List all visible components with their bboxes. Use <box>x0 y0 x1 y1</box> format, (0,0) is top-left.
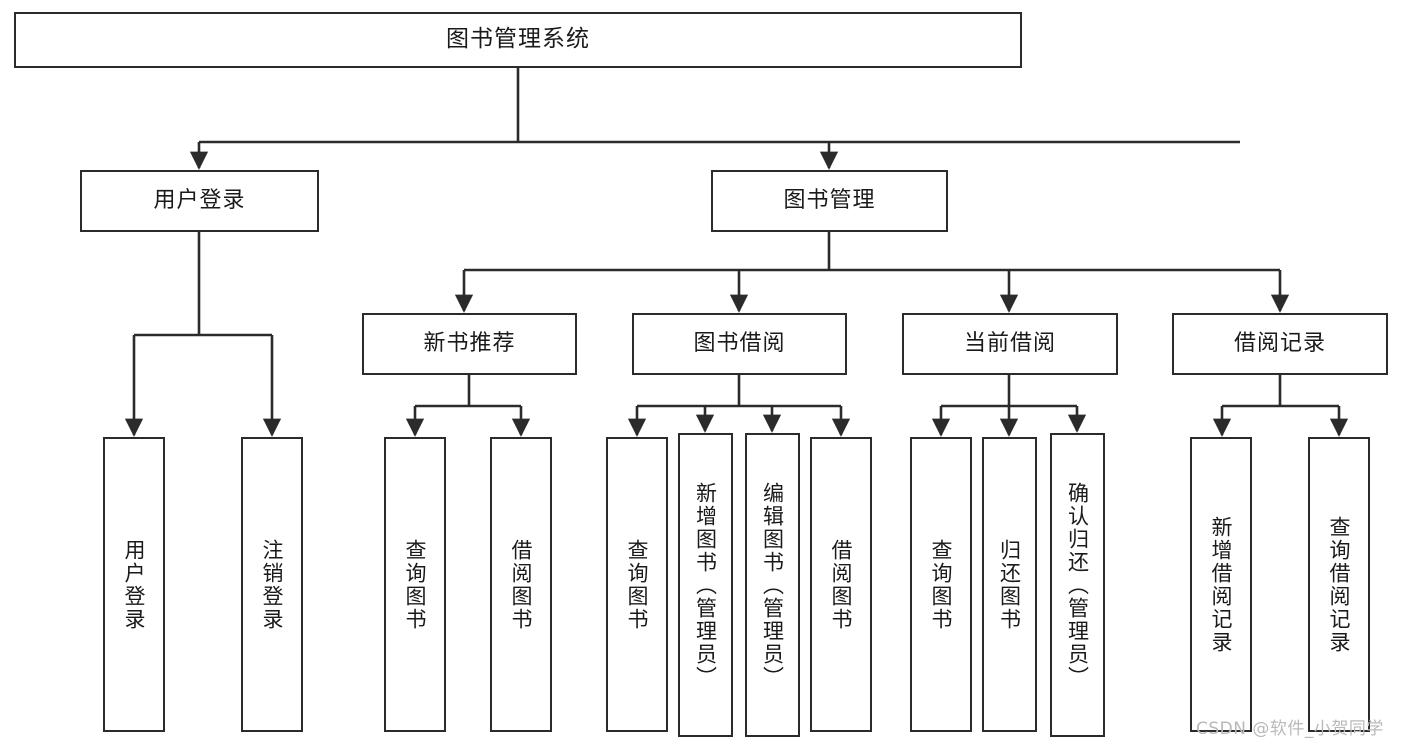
node-new-book-recommend[interactable]: 新书推荐 <box>362 313 577 375</box>
leaf-logout[interactable]: 注销登录 <box>241 437 303 732</box>
leaf-search-books-recommend[interactable]: 查询图书 <box>384 437 446 732</box>
node-label: 图书借阅 <box>693 330 786 356</box>
node-book-borrow[interactable]: 图书借阅 <box>632 313 847 375</box>
node-label: 借阅记录 <box>1233 330 1326 356</box>
node-label: 归还图书 <box>997 538 1022 631</box>
node-label: 查询借阅记录 <box>1327 515 1352 654</box>
node-label: 图书管理 <box>783 187 876 213</box>
node-label: 查询图书 <box>929 538 954 631</box>
node-label: 用户登录 <box>153 187 246 213</box>
node-label: 借阅图书 <box>829 538 854 631</box>
node-user-login[interactable]: 用户登录 <box>80 170 319 232</box>
leaf-confirm-return-admin[interactable]: 确认归还（管理员） <box>1050 433 1105 737</box>
node-label: 查询图书 <box>625 538 650 631</box>
node-label: 图书管理系统 <box>446 26 590 53</box>
watermark-csdn: CSDN @软件_小贺同学 <box>1196 719 1384 739</box>
node-root-book-management-system[interactable]: 图书管理系统 <box>14 12 1022 68</box>
node-current-borrow[interactable]: 当前借阅 <box>902 313 1118 375</box>
node-label: 新书推荐 <box>423 330 516 356</box>
leaf-search-books-current[interactable]: 查询图书 <box>910 437 972 732</box>
node-label: 查询图书 <box>403 538 428 631</box>
leaf-edit-book-admin[interactable]: 编辑图书（管理员） <box>745 433 800 737</box>
node-label: 新增借阅记录 <box>1209 515 1234 654</box>
leaf-add-borrow-record[interactable]: 新增借阅记录 <box>1190 437 1252 732</box>
node-label: 注销登录 <box>260 538 285 631</box>
leaf-search-borrow-record[interactable]: 查询借阅记录 <box>1308 437 1370 732</box>
node-label: 用户登录 <box>122 538 147 631</box>
leaf-return-books[interactable]: 归还图书 <box>982 437 1037 732</box>
node-label: 编辑图书（管理员） <box>760 481 785 689</box>
node-book-management[interactable]: 图书管理 <box>711 170 948 232</box>
node-label: 借阅图书 <box>509 538 534 631</box>
node-label: 确认归还（管理员） <box>1065 481 1090 689</box>
leaf-user-login[interactable]: 用户登录 <box>103 437 165 732</box>
leaf-borrow-books[interactable]: 借阅图书 <box>810 437 872 732</box>
leaf-add-book-admin[interactable]: 新增图书（管理员） <box>678 433 733 737</box>
node-borrow-records[interactable]: 借阅记录 <box>1172 313 1388 375</box>
leaf-borrow-books-recommend[interactable]: 借阅图书 <box>490 437 552 732</box>
leaf-search-books-borrow[interactable]: 查询图书 <box>606 437 668 732</box>
node-label: 新增图书（管理员） <box>693 481 718 689</box>
node-label: 当前借阅 <box>963 330 1056 356</box>
